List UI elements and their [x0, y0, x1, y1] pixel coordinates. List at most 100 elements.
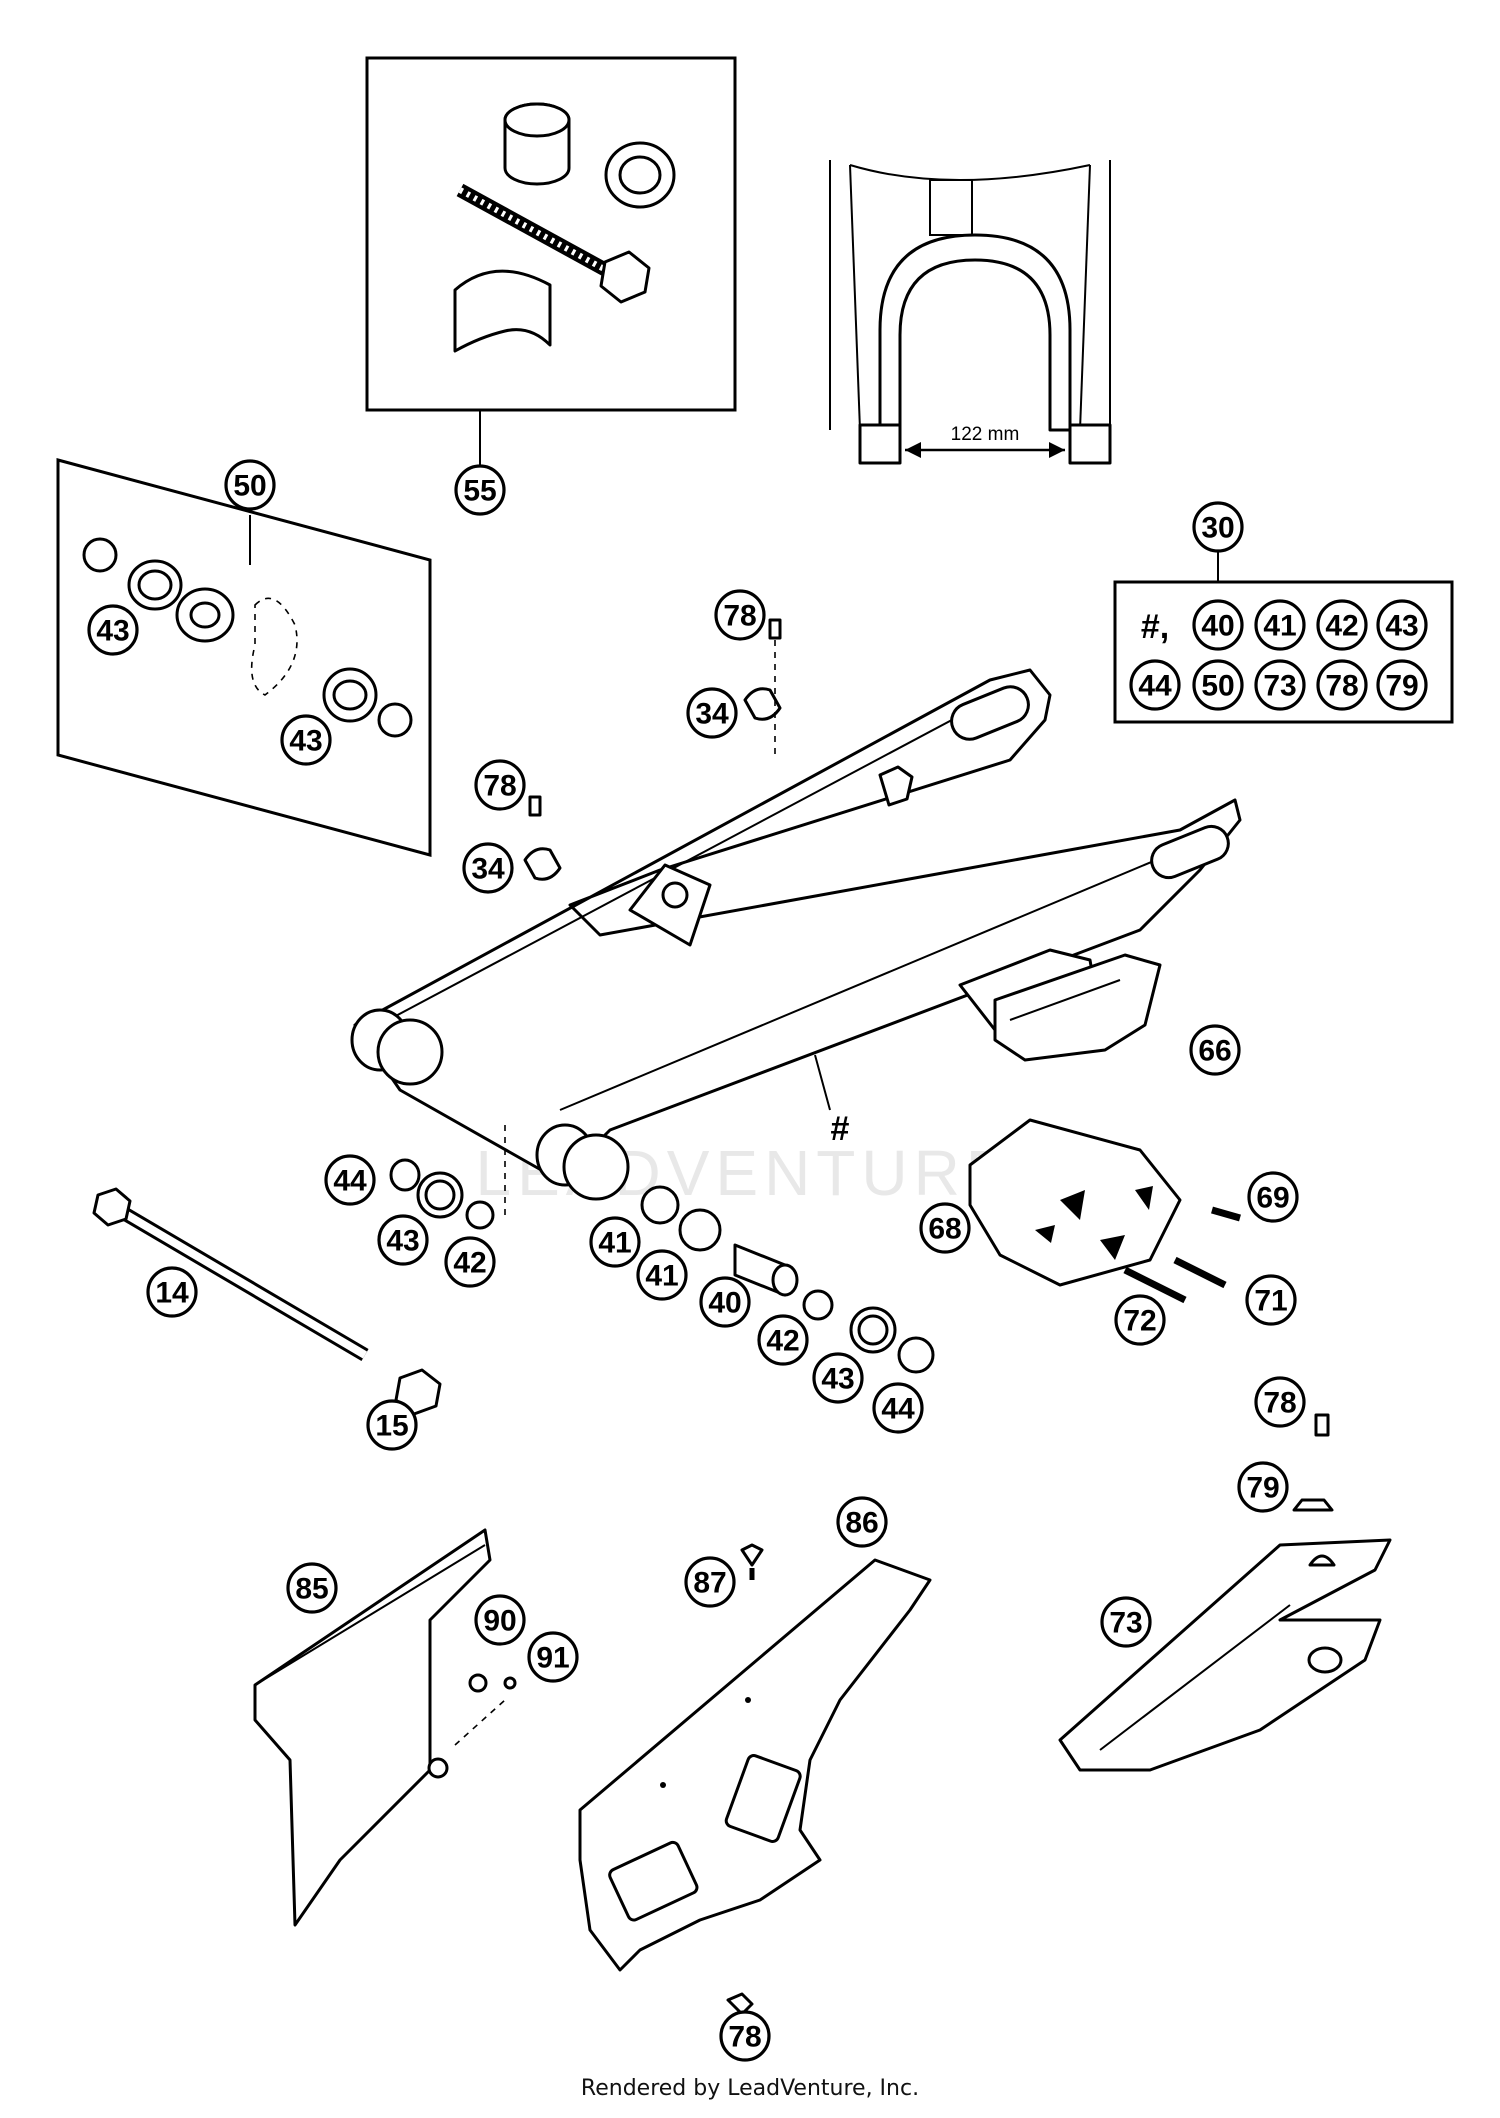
callout-43: 43: [812, 1352, 864, 1404]
callout-label: 55: [463, 475, 496, 508]
callout-34: 34: [686, 687, 738, 739]
callout-label: 42: [453, 1247, 486, 1280]
kit-30-item-78: 78: [1316, 659, 1368, 711]
callout-44: 44: [872, 1382, 924, 1434]
callout-label: 34: [471, 853, 505, 886]
callout-label: 73: [1263, 670, 1296, 703]
callout-label: 43: [1385, 610, 1418, 643]
callout-label: 41: [1263, 610, 1296, 643]
callout-label: 42: [766, 1325, 799, 1358]
kit-30-item-73: 73: [1254, 659, 1306, 711]
callout-label: 73: [1109, 1607, 1142, 1640]
callout-label: 79: [1246, 1472, 1279, 1505]
callout-78: 78: [719, 2010, 771, 2062]
callout-label: 30: [1201, 512, 1234, 545]
footer-credit: Rendered by LeadVenture, Inc.: [580, 2076, 920, 2101]
chain-guard-86: [578, 1543, 932, 2016]
callout-78: 78: [714, 589, 766, 641]
callout-43: 43: [87, 604, 139, 656]
callout-label: 15: [375, 1410, 408, 1443]
callout-91: 91: [527, 1631, 579, 1683]
swingarm-hash-label: #: [831, 1110, 850, 1148]
callout-72: 72: [1114, 1294, 1166, 1346]
chain-slider-66: [993, 953, 1162, 1062]
bearing-kit-50-panel: [56, 458, 432, 857]
callout-55: 55: [454, 464, 506, 516]
dimension-label: 122 mm: [951, 424, 1020, 445]
callout-50: 50: [224, 459, 276, 511]
callout-label: 78: [1263, 1387, 1296, 1420]
callout-label: 78: [723, 600, 756, 633]
callout-label: 34: [695, 698, 729, 731]
callout-label: 87: [693, 1567, 726, 1600]
callout-label: 14: [155, 1277, 189, 1310]
callout-30: 30: [1192, 501, 1244, 553]
kit-30-item-50: 50: [1192, 659, 1244, 711]
callout-label: 40: [708, 1287, 741, 1320]
kit-30-item-41: 41: [1254, 599, 1306, 651]
chain-guide-68: [968, 1118, 1182, 1287]
clamp-lower: [523, 795, 562, 881]
callout-label: 86: [845, 1507, 878, 1540]
callout-label: 69: [1256, 1182, 1289, 1215]
callout-73: 73: [1100, 1596, 1152, 1648]
pivot-axle-14: [92, 1187, 442, 1416]
callout-label: 44: [881, 1393, 915, 1426]
callout-42: 42: [444, 1236, 496, 1288]
callout-label: 78: [1325, 670, 1358, 703]
callout-label: 91: [536, 1642, 569, 1675]
callout-label: 66: [1198, 1035, 1231, 1068]
callout-label: 41: [645, 1260, 678, 1293]
kit-30-box: #,: [1113, 552, 1454, 724]
kit-30-item-79: 79: [1376, 659, 1428, 711]
right-bearing-stack: [640, 1185, 935, 1374]
callout-78: 78: [474, 759, 526, 811]
callout-layer: 55 50 43 43 78 34 78 34 66 44 43 42 41 41 40 42 43 44 68 69…: [87, 459, 1306, 2062]
kit-30-items: 30 40 41 42 43 44 50 73 78 79: [1129, 501, 1428, 711]
callout-66: 66: [1189, 1024, 1241, 1076]
callout-34: 34: [462, 842, 514, 894]
callout-42: 42: [757, 1314, 809, 1366]
callout-label: 43: [821, 1363, 854, 1396]
left-bearing-stack: [389, 1158, 495, 1230]
callout-43: 43: [280, 714, 332, 766]
callout-label: 43: [289, 725, 322, 758]
callout-label: 40: [1201, 610, 1234, 643]
kit-30-item-44: 44: [1129, 659, 1181, 711]
callout-label: 44: [1138, 670, 1172, 703]
callout-label: 43: [386, 1225, 419, 1258]
callout-label: 43: [96, 615, 129, 648]
callout-14: 14: [146, 1266, 198, 1318]
callout-15: 15: [366, 1399, 418, 1451]
chain-slider-73: [1058, 1413, 1392, 1772]
callout-87: 87: [684, 1556, 736, 1608]
callout-label: 79: [1385, 670, 1418, 703]
callout-label: 50: [233, 470, 266, 503]
callout-label: 50: [1201, 670, 1234, 703]
callout-90: 90: [474, 1594, 526, 1646]
callout-label: 71: [1254, 1285, 1287, 1318]
callout-label: 72: [1123, 1305, 1156, 1338]
callout-44: 44: [324, 1154, 376, 1206]
callout-86: 86: [836, 1496, 888, 1548]
callout-label: 41: [598, 1227, 631, 1260]
kit-30-item-40: 40: [1192, 599, 1244, 651]
callout-85: 85: [286, 1562, 338, 1614]
callout-43: 43: [377, 1214, 429, 1266]
kit-30-item-42: 42: [1316, 599, 1368, 651]
callout-78: 78: [1254, 1376, 1306, 1428]
callout-79: 79: [1237, 1461, 1289, 1513]
callout-69: 69: [1247, 1171, 1299, 1223]
kit-30-prefix: #,: [1141, 608, 1169, 646]
callout-label: 78: [483, 770, 516, 803]
kit-55-box: [365, 56, 737, 470]
clamp-upper: [743, 618, 782, 755]
callout-41: 41: [589, 1216, 641, 1268]
callout-label: 90: [483, 1605, 516, 1638]
chain-guard-85: [253, 1528, 517, 1927]
callout-label: 68: [928, 1213, 961, 1246]
kit-30-item-43: 43: [1376, 599, 1428, 651]
callout-label: 85: [295, 1573, 328, 1606]
frame-dimension-view: 122 mm: [829, 160, 1112, 465]
callout-71: 71: [1245, 1274, 1297, 1326]
